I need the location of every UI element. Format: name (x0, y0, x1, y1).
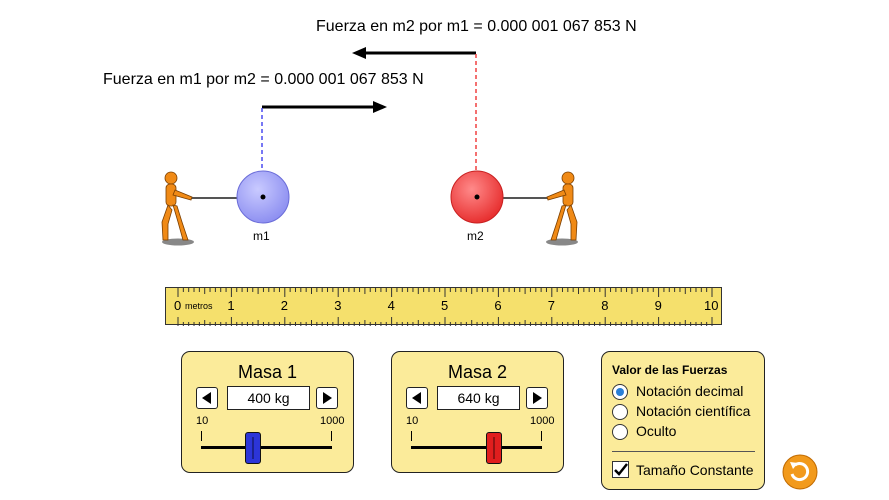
m2-center-dot (474, 194, 480, 200)
right-arrow-icon (533, 392, 542, 404)
force-options-title: Valor de las Fuerzas (612, 363, 728, 377)
m1-center-dot (260, 194, 266, 200)
ruler-tick-label: 9 (654, 298, 662, 313)
mass2-slider-track[interactable] (411, 446, 542, 449)
force-m2-label: Fuerza en m2 por m1 = 0.000 001 067 853 … (316, 18, 637, 35)
mass1-slider-thumb[interactable] (244, 432, 261, 464)
mass2-min-label: 10 (406, 415, 419, 427)
force-m1-label: Fuerza en m1 por m2 = 0.000 001 067 853 … (103, 71, 424, 88)
left-arrow-icon (202, 392, 211, 404)
right-arrow-icon (323, 392, 332, 404)
radio-decimal[interactable] (612, 384, 628, 400)
mass1-decrease-button[interactable] (196, 387, 218, 409)
force-arrow-m2 (352, 47, 476, 59)
ruler-tick-label: 5 (441, 298, 449, 313)
force-options-panel: Valor de las Fuerzas Notación decimal No… (601, 351, 765, 490)
m2-label: m2 (467, 229, 484, 243)
refresh-icon (790, 462, 810, 481)
ruler-tick-label: 7 (547, 298, 556, 313)
ruler[interactable]: 0 1 2 3 4 5 6 7 8 9 10 metros (165, 287, 722, 326)
ruler-tick-label: 0 (174, 298, 182, 313)
mass1-panel: Masa 1 400 kg 10 1000 (181, 351, 354, 473)
radio-scientific[interactable] (612, 404, 628, 420)
mass1-increase-button[interactable] (316, 387, 338, 409)
mass2-track-end (541, 431, 542, 441)
option-hidden-label: Oculto (636, 423, 677, 439)
ruler-tick-label: 8 (601, 298, 609, 313)
ruler-tick-label: 6 (494, 298, 502, 313)
mass1-title: Masa 1 (237, 362, 298, 382)
option-decimal-label: Notación decimal (636, 383, 744, 399)
ruler-tick-label: 2 (280, 298, 289, 313)
ruler-tick-label: 3 (334, 298, 342, 313)
constant-size-label: Tamaño Constante (636, 462, 754, 478)
option-scientific-label: Notación científica (636, 403, 751, 419)
mass2-slider-thumb[interactable] (486, 432, 503, 464)
constant-size-row[interactable]: Tamaño Constante (612, 460, 762, 480)
ruler-tick-label: 10 (704, 298, 719, 313)
mass2-increase-button[interactable] (526, 387, 548, 409)
ruler-tick-label: 1 (227, 298, 235, 313)
left-arrow-icon (412, 392, 421, 404)
mass2-value-field[interactable]: 640 kg (437, 386, 520, 410)
ruler-unit-label: metros (185, 301, 213, 311)
mass1-min-label: 10 (196, 415, 209, 427)
mass1-track-end (331, 431, 332, 441)
mass1-max-label: 1000 (320, 415, 345, 427)
checkbox-checked-icon[interactable] (612, 461, 630, 479)
mass2-decrease-button[interactable] (406, 387, 428, 409)
mass1-slider-track[interactable] (201, 446, 332, 449)
ruler-ticks (177, 288, 713, 326)
radio-hidden[interactable] (612, 424, 628, 440)
puller-figure-right (546, 171, 578, 246)
simulation-scene (161, 47, 578, 246)
mass2-max-label: 1000 (530, 415, 555, 427)
reset-button[interactable] (781, 453, 819, 491)
puller-figure-left (161, 171, 194, 246)
mass1-value-field[interactable]: 400 kg (227, 386, 310, 410)
force-arrow-m1 (262, 101, 387, 113)
m1-label: m1 (253, 229, 270, 243)
mass2-title: Masa 2 (447, 362, 508, 382)
options-divider (612, 451, 755, 452)
mass1-track-start (201, 431, 202, 441)
mass2-track-start (411, 431, 412, 441)
mass2-panel: Masa 2 640 kg 10 1000 (391, 351, 564, 473)
ruler-tick-label: 4 (387, 298, 395, 313)
